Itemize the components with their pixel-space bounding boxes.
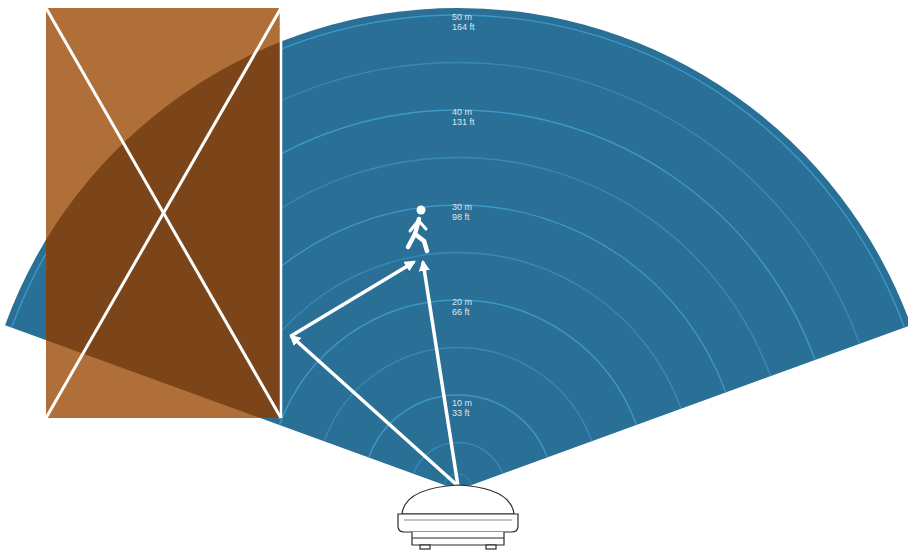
signal-arrow bbox=[423, 262, 458, 486]
person-icon bbox=[408, 206, 427, 252]
range-label: 33 ft bbox=[452, 408, 470, 418]
wall-shadow bbox=[46, 8, 281, 418]
range-label: 50 m bbox=[452, 12, 472, 22]
range-ring bbox=[324, 348, 592, 442]
signal-arrow bbox=[291, 336, 458, 486]
radar-sensor bbox=[398, 485, 518, 549]
range-label: 20 m bbox=[452, 297, 472, 307]
wall-face bbox=[46, 8, 281, 418]
range-label: 66 ft bbox=[452, 307, 470, 317]
range-label: 10 m bbox=[452, 398, 472, 408]
range-ring bbox=[369, 395, 548, 458]
range-label: 131 ft bbox=[452, 117, 475, 127]
range-label: 98 ft bbox=[452, 212, 470, 222]
signal-arrow bbox=[291, 262, 414, 336]
wall-edge bbox=[280, 8, 283, 418]
obstacle-wall bbox=[46, 8, 281, 418]
range-label: 30 m bbox=[452, 202, 472, 212]
wall-cross bbox=[46, 8, 281, 418]
range-ring bbox=[279, 300, 636, 425]
wall-cross bbox=[46, 8, 281, 418]
range-label: 164 ft bbox=[452, 22, 475, 32]
range-label: 40 m bbox=[452, 107, 472, 117]
coverage-fan bbox=[5, 8, 908, 490]
range-ring bbox=[235, 253, 681, 409]
signal-arrows bbox=[291, 262, 458, 486]
